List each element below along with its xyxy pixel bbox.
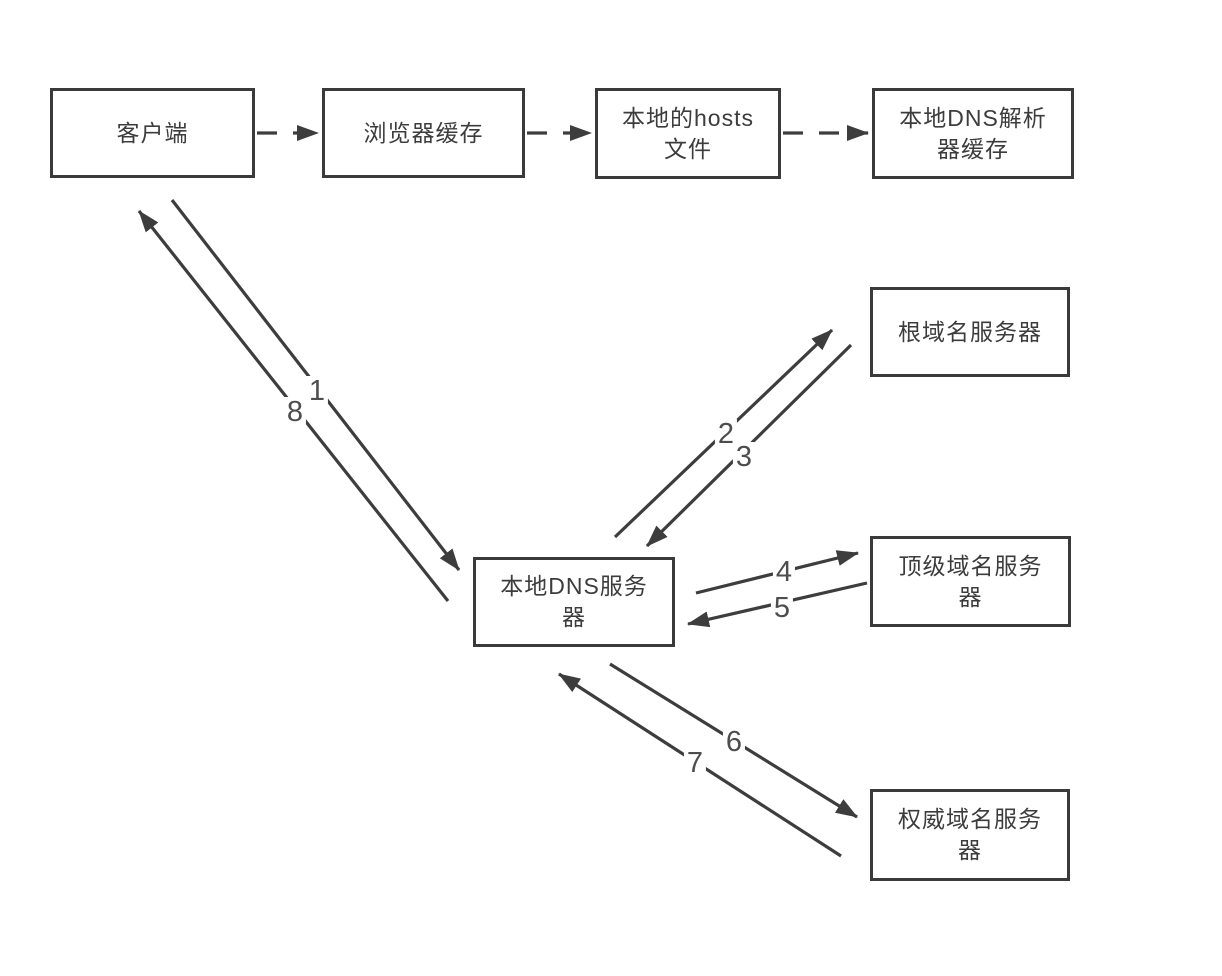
edge-label-step-1: 1 <box>305 376 329 406</box>
edge-label-step-4: 4 <box>772 557 796 587</box>
edge-label-step-6: 6 <box>722 727 746 757</box>
node-auth-dns: 权威域名服务 器 <box>870 789 1070 881</box>
node-root-dns: 根域名服务器 <box>870 287 1070 377</box>
node-client: 客户端 <box>50 88 255 178</box>
node-resolver-cache: 本地DNS解析 器缓存 <box>872 88 1074 179</box>
edge-label-step-8: 8 <box>283 397 307 427</box>
edge-label-step-5: 5 <box>770 593 794 623</box>
edge-label-step-3: 3 <box>732 442 756 472</box>
edge-label-step-7: 7 <box>683 748 707 778</box>
node-browser-cache: 浏览器缓存 <box>322 88 525 178</box>
node-tld-dns: 顶级域名服务 器 <box>870 536 1071 627</box>
node-hosts-file: 本地的hosts 文件 <box>595 88 781 179</box>
edge-label-step-2: 2 <box>714 419 738 449</box>
node-local-dns: 本地DNS服务 器 <box>473 557 675 647</box>
